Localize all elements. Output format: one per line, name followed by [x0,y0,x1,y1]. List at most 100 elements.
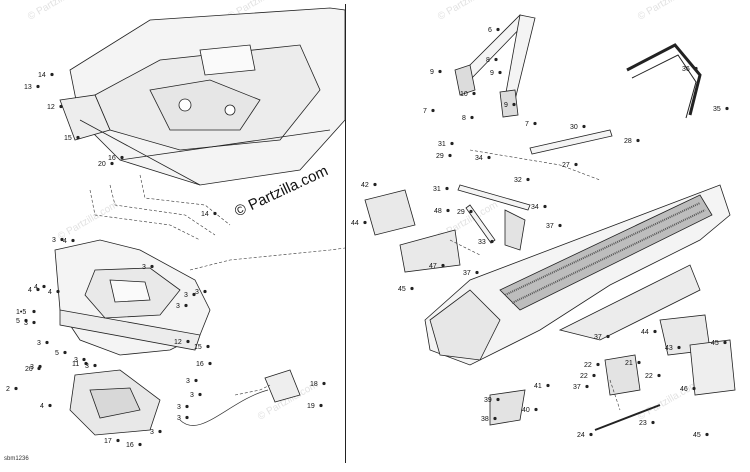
right-callout: 23 [639,420,647,427]
left-callout: 20 [98,161,106,168]
left-callout: 4 [48,289,52,296]
right-callout: 24 [577,432,585,439]
left-fastener-dot [150,264,154,269]
right-fastener-dot [472,91,476,96]
left-fastener-dot [63,350,67,355]
right-callout: 8 [486,57,490,64]
left-fastener-dot [319,403,323,408]
left-fastener-dot [138,442,142,447]
left-fastener-dot [56,289,60,294]
right-callout: 7 [423,108,427,115]
right-callout: 37 [594,334,602,341]
right-callout: 43 [665,345,673,352]
right-fastener-dot [490,239,494,244]
right-fastener-dot [487,155,491,160]
right-fastener-dot [469,209,473,214]
left-fastener-dot [32,309,36,314]
left-callout: 12 [174,339,182,346]
left-callout: 4 [40,403,44,410]
left-callout: 16 [196,361,204,368]
right-fastener-dot [450,141,454,146]
right-callout: 42 [361,182,369,189]
right-fastener-dot [543,204,547,209]
right-fastener-dot [657,373,661,378]
right-callout: 30 [570,124,578,131]
left-callout: 5 [55,350,59,357]
right-callout: 9 [504,102,508,109]
left-callout: 5 [16,318,20,325]
left-callout: 17 [104,438,112,445]
right-callout: 44 [641,329,649,336]
left-fastener-dot [158,429,162,434]
cable-line [179,389,269,426]
left-fastener-dot [76,135,80,140]
left-callout: 3 [142,264,146,271]
right-callout: 44 [351,220,359,227]
left-callout: 3 [85,363,89,370]
right-callout: 39 [484,397,492,404]
right-callout: 41 [534,383,542,390]
right-fastener-dot [363,220,367,225]
right-callout: 37 [463,270,471,277]
right-callout: 8 [462,115,466,122]
right-dashed-guides [449,149,621,411]
right-fastener-dot [498,70,502,75]
right-callout: 28 [624,138,632,145]
right-callout: 45 [398,286,406,293]
left-callout: 3 [24,320,28,327]
left-callout: 3 [184,292,188,299]
left-callout: 12 [47,104,55,111]
left-fastener-dot [45,340,49,345]
right-fastener-dot [470,115,474,120]
left-fastener-dot [192,292,196,297]
right-callout: 31 [438,141,446,148]
left-callout: 4 [34,284,38,291]
right-fastener-dot [493,416,497,421]
right-fastener-dot [677,345,681,350]
right-callout: 22 [584,362,592,369]
right-callout: 36 [682,66,690,73]
right-callout: 32 [514,177,522,184]
left-callout: 15 [64,135,72,142]
right-fastener-dot [494,57,498,62]
left-fastener-dot [32,320,36,325]
right-callout: 40 [522,407,530,414]
left-callout: 3 [30,364,34,371]
right-fastener-dot [533,121,537,126]
left-callout: 3 [177,415,181,422]
left-callout: 20 [25,366,33,373]
left-callout: 2 [6,386,10,393]
right-callout: 35 [713,106,721,113]
right-callout: 21 [625,360,633,367]
document-code: sbm1236 [4,456,29,462]
right-callout: 34 [475,155,483,162]
left-fastener-dot [50,72,54,77]
left-callout: 1•5 [16,309,26,316]
watermark-text: © Partzilla.com [436,0,500,23]
right-fastener-dot [445,186,449,191]
left-fastener-dot [93,363,97,368]
right-fastener-dot [589,432,593,437]
left-fastener-dot [24,318,28,323]
right-fastener-dot [446,208,450,213]
right-callout: 27 [562,162,570,169]
right-callout: 22 [580,373,588,380]
right-callout: 10 [460,91,468,98]
right-fastener-dot [574,162,578,167]
right-tunnel-drawing [424,184,731,366]
right-fastener-dot [475,270,479,275]
right-fastener-dot [373,182,377,187]
left-fastener-dot [120,155,124,160]
right-callout: 7 [525,121,529,128]
left-fastener-dot [206,344,210,349]
left-fastener-dot [185,404,189,409]
left-callout: 16 [108,155,116,162]
right-fastener-dot [441,263,445,268]
right-callout: 6 [488,27,492,34]
right-callout: 22 [645,373,653,380]
left-fastener-dot [59,104,63,109]
right-callout: 38 [481,416,489,423]
left-fastener-dot [322,381,326,386]
